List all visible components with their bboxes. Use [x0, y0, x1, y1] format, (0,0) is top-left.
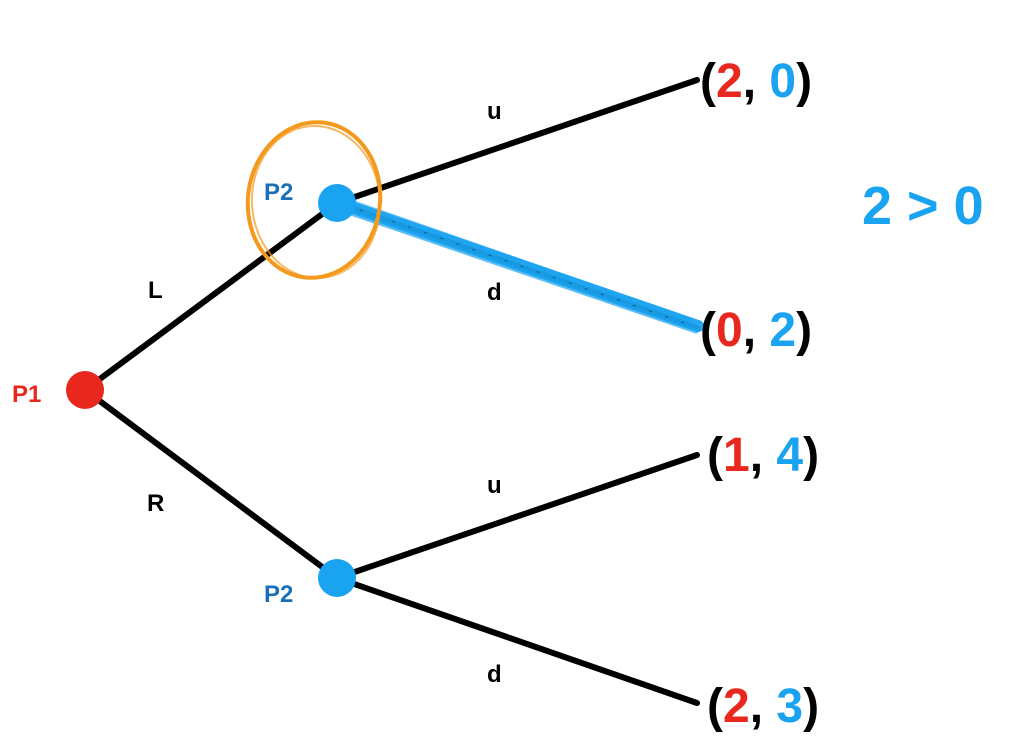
node-p1 [66, 371, 104, 409]
edge-label-R: R [147, 490, 164, 517]
payoff-upper-u: (2, 0) [700, 55, 812, 108]
edge-lower-d [334, 575, 700, 706]
node-p2-upper [318, 184, 356, 222]
edge-label-upper-d: d [487, 279, 502, 306]
payoff-lower-d: (2, 3) [707, 680, 819, 733]
node-label-p2-lower: P2 [264, 581, 293, 608]
edge-upper-u [334, 77, 700, 206]
node-label-p2-upper: P2 [264, 179, 293, 206]
node-p2-lower [318, 559, 356, 597]
node-label-p1: P1 [12, 381, 41, 408]
edge-R [82, 387, 340, 581]
chosen-path-highlight [339, 199, 704, 334]
orange-circle-icon [245, 120, 383, 280]
comparison-annotation: 2 > 0 [862, 176, 984, 236]
edge-label-lower-d: d [487, 661, 502, 688]
edge-label-L: L [148, 277, 163, 304]
edge-lower-u [334, 452, 700, 581]
payoff-upper-d: (0, 2) [700, 304, 812, 357]
edge-label-upper-u: u [487, 98, 502, 125]
edge-label-lower-u: u [487, 472, 502, 499]
edge-L [82, 200, 340, 393]
payoff-lower-u: (1, 4) [707, 429, 819, 482]
